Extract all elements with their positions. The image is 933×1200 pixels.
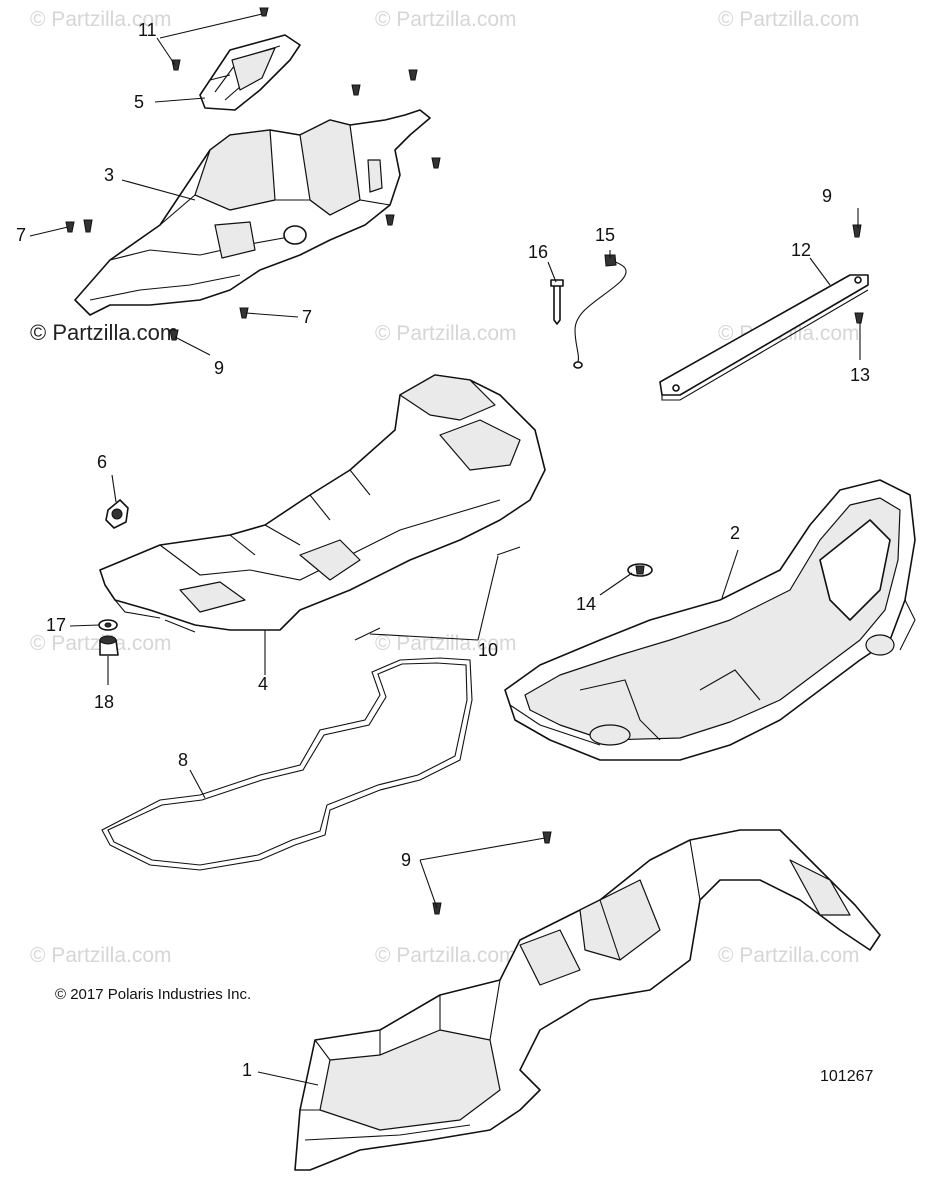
callout-9: 9 [822,186,833,206]
watermark: © Partzilla.com [375,632,517,655]
watermark: © Partzilla.com [30,8,172,31]
part-16-pin [550,279,564,325]
callout-4: 4 [258,674,269,694]
figure-id: 101267 [820,1068,874,1085]
callout-12: 12 [791,240,812,260]
part-14-rivet [627,563,653,577]
callout-14: 14 [576,594,597,614]
watermark: © Partzilla.com [30,944,172,967]
watermark: © Partzilla.com [375,944,517,967]
part-17-washer [98,619,118,631]
callout-10: 10 [478,640,499,660]
part-12-bar [659,274,869,401]
copyright-notice: © 2017 Polaris Industries Inc. [55,986,252,1003]
watermark-dark: © Partzilla.com [30,320,179,345]
watermark: © Partzilla.com [375,322,517,345]
leader-lines [29,13,861,1086]
callout-1: 1 [242,1060,253,1080]
callout-6: 6 [97,452,108,472]
callout-17: 17 [46,615,67,635]
part-5-bracket [199,34,301,111]
callout-18: 18 [94,692,115,712]
watermark: © Partzilla.com [375,8,517,31]
watermark: © Partzilla.com [718,944,860,967]
callout-11: 11 [138,20,157,40]
part-3-upper-panel [74,109,431,316]
watermark: © Partzilla.com [718,8,860,31]
part-10-rods [354,546,521,641]
part-4-floor-panel [99,374,546,633]
part-1-lower-panel [294,829,881,1171]
callout-15: 15 [595,225,616,245]
part-18-grommet [99,635,119,656]
callout-3: 3 [104,165,115,185]
part-15-cable [573,254,627,369]
part-6-clip [105,499,129,529]
callout-2: 2 [730,523,741,543]
callout-7: 7 [16,225,27,245]
callout-8: 8 [178,750,189,770]
callout-7: 7 [302,307,313,327]
callout-5: 5 [134,92,145,112]
callout-13: 13 [850,365,871,385]
callout-16: 16 [528,242,549,262]
part-8-gasket [101,657,473,871]
callout-9: 9 [214,358,225,378]
part-2-storage-box [504,479,916,761]
callout-9: 9 [401,850,412,870]
